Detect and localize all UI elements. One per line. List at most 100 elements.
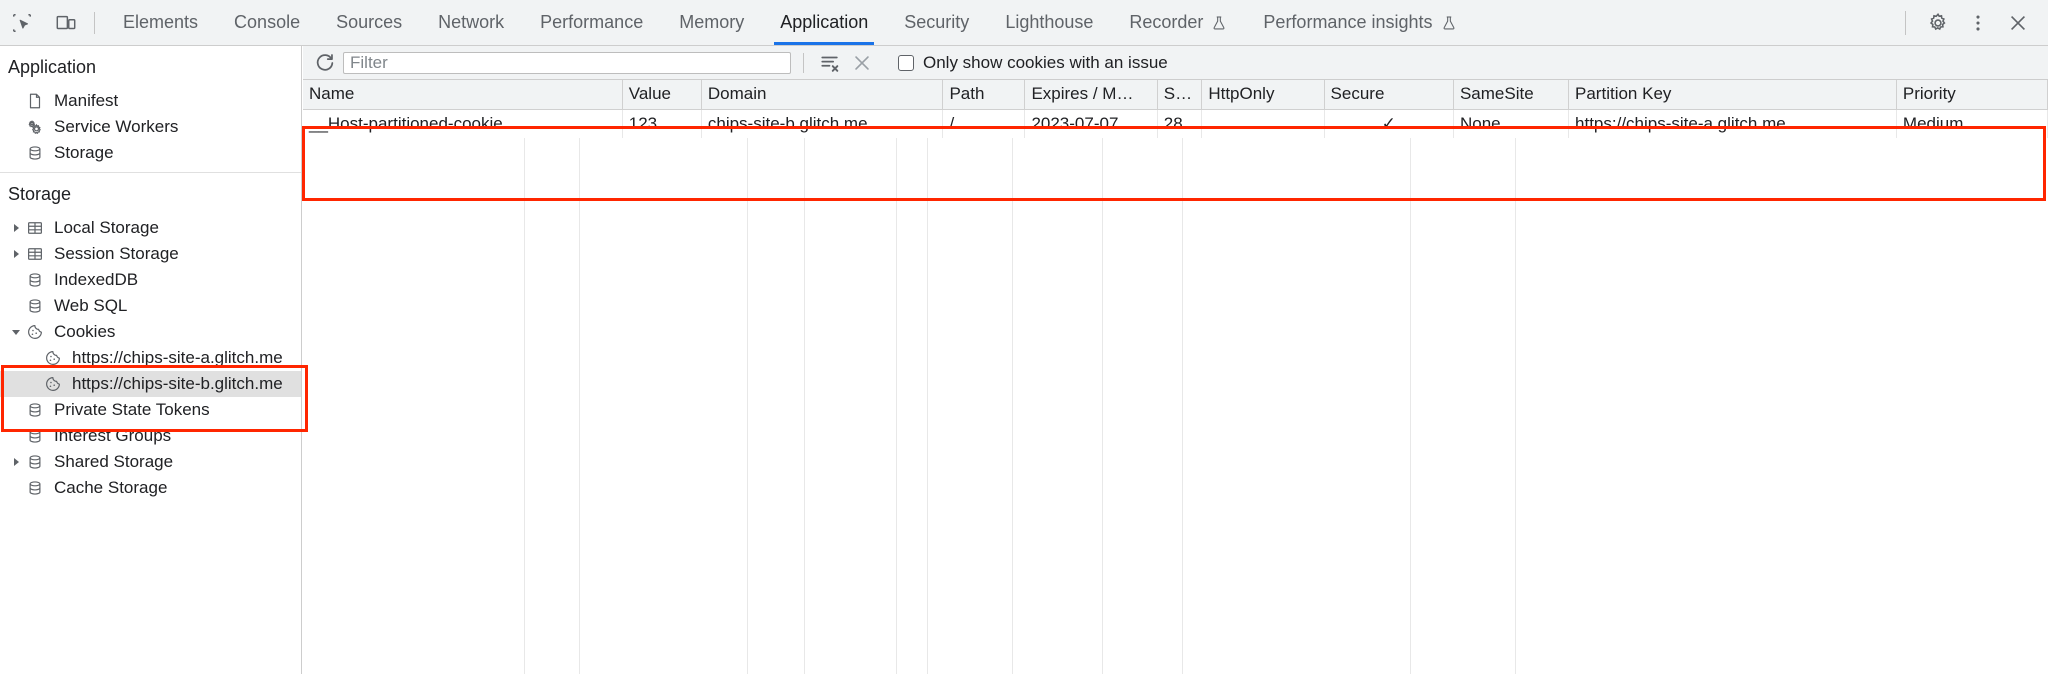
twisty-expanded-icon[interactable] xyxy=(8,327,24,337)
sidebar-item-storage[interactable]: Storage xyxy=(0,140,301,166)
column-header-value[interactable]: Value xyxy=(622,80,702,110)
tab-memory[interactable]: Memory xyxy=(661,0,762,45)
tab-network[interactable]: Network xyxy=(420,0,522,45)
tab-lighthouse[interactable]: Lighthouse xyxy=(987,0,1111,45)
tab-label: Console xyxy=(234,12,301,32)
tab-label: Performance xyxy=(540,12,644,32)
column-rule xyxy=(1411,138,1516,674)
sidebar-item-label: Manifest xyxy=(54,91,119,110)
twisty-collapsed-icon[interactable] xyxy=(8,457,24,467)
sidebar-item-interest-groups[interactable]: Interest Groups xyxy=(0,423,301,449)
document-icon xyxy=(24,92,46,110)
table-icon xyxy=(24,219,46,237)
sidebar-item-local-storage[interactable]: Local Storage xyxy=(0,215,301,241)
cookies-panel: Only show cookies with an issue NameValu… xyxy=(303,46,2048,674)
clear-filtered-cookies-icon[interactable] xyxy=(816,49,844,77)
column-rule xyxy=(303,138,525,674)
tab-performance[interactable]: Performance xyxy=(522,0,661,45)
cell-domain: chips-site-b.glitch.me xyxy=(701,109,944,138)
column-rule xyxy=(805,138,897,674)
column-header-secure[interactable]: Secure xyxy=(1324,80,1454,110)
refresh-icon[interactable] xyxy=(311,49,339,77)
column-rule xyxy=(1013,138,1103,674)
only-show-issues-label: Only show cookies with an issue xyxy=(923,52,1168,72)
tab-elements[interactable]: Elements xyxy=(105,0,216,45)
sidebar-item-indexeddb[interactable]: IndexedDB xyxy=(0,267,301,293)
gear-icon[interactable] xyxy=(1918,3,1958,43)
sidebar-item-private-state-tokens[interactable]: Private State Tokens xyxy=(0,397,301,423)
cell-name: __Host-partitioned-cookie xyxy=(303,109,623,138)
cell-value: 123 xyxy=(622,109,702,138)
sidebar-divider xyxy=(0,172,301,173)
tab-sources[interactable]: Sources xyxy=(318,0,420,45)
column-header-size[interactable]: Size xyxy=(1157,80,1203,110)
device-toolbar-icon[interactable] xyxy=(44,1,88,45)
cell-samesite: None xyxy=(1453,109,1570,138)
sidebar-item-session-storage[interactable]: Session Storage xyxy=(0,241,301,267)
cookies-filter-bar: Only show cookies with an issue xyxy=(303,46,2048,80)
inspect-element-icon[interactable] xyxy=(0,1,44,45)
sidebar-item-web-sql[interactable]: Web SQL xyxy=(0,293,301,319)
sidebar-item-https-chips-site-b-glitch-me[interactable]: https://chips-site-b.glitch.me xyxy=(0,371,301,397)
sidebar-item-label: Session Storage xyxy=(54,244,179,263)
tab-label: Lighthouse xyxy=(1005,12,1094,32)
tab-console[interactable]: Console xyxy=(216,0,318,45)
tab-label: Performance insights xyxy=(1263,12,1433,32)
gears-icon xyxy=(24,118,46,136)
sidebar-item-label: Cache Storage xyxy=(54,478,168,497)
cookie-icon xyxy=(42,349,64,367)
cell-httponly xyxy=(1201,109,1325,138)
column-header-expires-m[interactable]: Expires / M… xyxy=(1024,80,1158,110)
cell-path: / xyxy=(942,109,1026,138)
toolbar-divider-right xyxy=(1905,10,1906,35)
column-header-name[interactable]: Name xyxy=(303,80,623,110)
only-show-issues-checkbox[interactable] xyxy=(898,54,914,71)
column-header-priority[interactable]: Priority xyxy=(1896,80,2048,110)
only-show-issues-checkbox-wrap[interactable]: Only show cookies with an issue xyxy=(898,53,1168,73)
column-header-samesite[interactable]: SameSite xyxy=(1453,80,1570,110)
database-icon xyxy=(24,297,46,315)
clear-all-cookies-icon[interactable] xyxy=(848,49,876,77)
sidebar-section-storage-title: Storage xyxy=(8,184,72,204)
tab-performance-insights[interactable]: Performance insights xyxy=(1245,0,1474,45)
tab-label: Elements xyxy=(123,12,199,32)
sidebar-item-manifest[interactable]: Manifest xyxy=(0,88,301,114)
tab-security[interactable]: Security xyxy=(886,0,987,45)
sidebar-item-cache-storage[interactable]: Cache Storage xyxy=(0,475,301,501)
close-icon[interactable] xyxy=(1998,3,2038,43)
tab-application[interactable]: Application xyxy=(762,0,886,45)
tab-recorder[interactable]: Recorder xyxy=(1111,0,1245,45)
tab-label: Memory xyxy=(679,12,745,32)
filter-input[interactable] xyxy=(343,51,791,74)
sidebar-item-label: Web SQL xyxy=(54,296,128,315)
table-icon xyxy=(24,245,46,263)
experiment-flask-icon xyxy=(1211,15,1227,31)
twisty-collapsed-icon[interactable] xyxy=(8,249,24,259)
sidebar-item-cookies[interactable]: Cookies xyxy=(0,319,301,345)
column-header-domain[interactable]: Domain xyxy=(701,80,944,110)
sidebar-item-label: Local Storage xyxy=(54,218,159,237)
sidebar-item-shared-storage[interactable]: Shared Storage xyxy=(0,449,301,475)
column-header-httponly[interactable]: HttpOnly xyxy=(1201,80,1325,110)
twisty-collapsed-icon[interactable] xyxy=(8,223,24,233)
experiment-flask-icon xyxy=(1441,15,1457,31)
tabbar-right-controls xyxy=(1893,0,2048,46)
column-header-partition-key[interactable]: Partition Key xyxy=(1568,80,1897,110)
cookie-icon xyxy=(42,375,64,393)
sidebar-item-https-chips-site-a-glitch-me[interactable]: https://chips-site-a.glitch.me xyxy=(0,345,301,371)
sidebar-item-label: IndexedDB xyxy=(54,270,139,289)
sidebar-item-label: Service Workers xyxy=(54,117,179,136)
sidebar-item-service-workers[interactable]: Service Workers xyxy=(0,114,301,140)
database-icon xyxy=(24,479,46,497)
cell-priority: Medium xyxy=(1896,109,2048,138)
column-rule xyxy=(897,138,928,674)
column-header-path[interactable]: Path xyxy=(942,80,1026,110)
tab-label: Security xyxy=(904,12,970,32)
more-options-icon[interactable] xyxy=(1958,3,1998,43)
